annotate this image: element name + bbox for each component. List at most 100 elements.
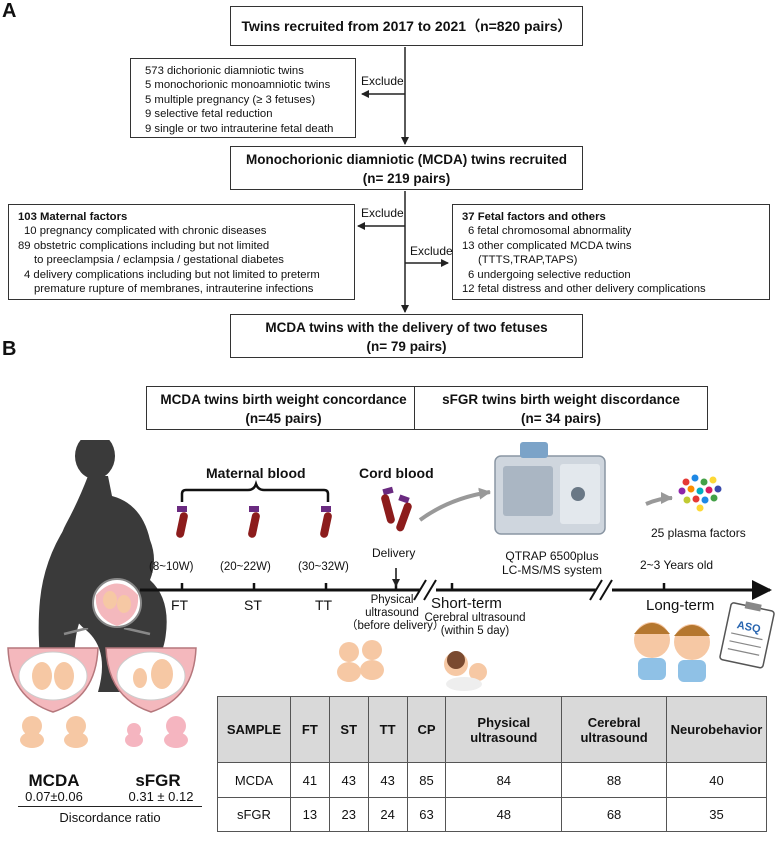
table-cell: 13 [289,796,330,833]
maternal-blood-tube-st-icon [248,506,260,538]
asq-label: ASQ [736,619,762,636]
table-header: FT [289,695,330,764]
panel-label-a: A [2,0,17,22]
mcda-babies-icon [20,716,88,748]
plasma-factors-label: 25 plasma factors [651,526,746,540]
maternal-exclusion-box: 103 Maternal factors 10 pregnancy compli… [8,204,355,300]
cerebral-ultrasound-label: Cerebral ultrasound (within 5 day) [410,612,540,638]
machine-label-line: LC-MS/MS system [501,563,602,577]
panel-label-b: B [2,338,17,360]
womb-twins-icon [92,578,142,628]
exclusion-line: to preeclampsia / eclampsia / gestationa… [34,254,284,267]
exclusion-line: 10 pregnancy complicated with chronic di… [24,225,267,238]
table-cell: 40 [665,762,768,798]
maternal-blood-brace [180,480,330,502]
table-cell: 68 [561,796,667,833]
sfgr-babies-icon [125,716,188,748]
arrow-to-plasma [645,492,673,506]
exclusion-line: 9 single or two intrauterine fetal death [145,122,334,135]
discordance-box: sFGR twins birth weight discordance (n= … [414,386,708,430]
lc-ms-machine-icon [494,442,606,535]
delivery-box: MCDA twins with the delivery of two fetu… [230,314,583,358]
physical-ultrasound-line: Physical [370,594,414,606]
exclusion-line: 4 delivery complications including but n… [24,268,320,281]
exclude-label-fetal: Exclude [410,244,453,258]
table-cell: 84 [445,762,563,798]
discordance-divider [18,806,202,807]
delivery-count: (n= 79 pairs) [366,339,447,354]
physical-ultrasound-label: Physical ultrasound （before delivery） [346,594,445,633]
exclusion-line: 13 other complicated MCDA twins [462,239,632,252]
table-cell: 85 [406,762,447,798]
table-header: SAMPLE [217,695,291,764]
sfgr-uterus-icon [105,647,197,713]
exclude-label-1: Exclude [361,74,404,88]
maternal-blood-tube-tt-icon [320,506,332,538]
table-header: Cerebral ultrasound [561,695,667,764]
discordance-count: (n= 34 pairs) [521,411,601,426]
exclusion-box-1: 573 dichorionic diamniotic twins 5 monoc… [130,58,356,138]
twin-babies-icon-cerebral [444,651,487,691]
mcda-recruited-count: (n= 219 pairs) [362,171,451,186]
concordance-box: MCDA twins birth weight concordance (n=4… [146,386,421,430]
table-header: Physical ultrasound [445,695,563,764]
exclusion-line: 5 monochorionic monoamniotic twins [145,79,331,92]
exclusion-line: 573 dichorionic diamniotic twins [145,65,304,77]
point-st: ST [244,597,262,613]
table-cell: 35 [665,796,768,833]
table-row: sFGR 13 23 24 63 48 68 35 [217,796,768,833]
table-cell: MCDA [217,762,291,798]
maternal-blood-tube-ft-icon [176,506,188,538]
sfgr-group-name: sFGR [135,771,181,790]
recruited-text: Twins recruited from 2017 to 2021（n=820 … [241,18,572,34]
exclusion-line: 6 undergoing selective reduction [468,268,631,281]
table-header: ST [328,695,369,764]
table-cell: 48 [445,796,563,833]
mcda-recruited-box: Monochorionic diamniotic (MCDA) twins re… [230,146,583,190]
table-header: Neurobehavior [665,695,768,764]
table-cell: 24 [367,796,408,833]
exclusion-line: 9 selective fetal reduction [145,108,273,121]
cerebral-ultrasound-line: (within 5 day) [440,625,510,637]
exclusion-line: 6 fetal chromosomal abnormality [468,225,632,238]
table-cell: 63 [406,796,447,833]
sfgr-group-ratio: 0.31 ± 0.12 [128,789,194,804]
recruited-box: Twins recruited from 2017 to 2021（n=820 … [230,6,583,46]
mcda-recruited-title: Monochorionic diamniotic (MCDA) twins re… [245,152,567,167]
table-row: MCDA 41 43 43 85 84 88 40 [217,762,768,798]
years-label: 2~3 Years old [640,558,714,572]
machine-label-line: QTRAP 6500plus [505,549,599,563]
exclusion-line: 12 fetal distress and other delivery com… [462,283,706,296]
maternal-title: 103 Maternal factors [18,211,128,223]
exclude-label-maternal: Exclude [361,206,404,220]
table-cell: 43 [367,762,408,798]
asq-clipboard-icon: ASQ [719,601,775,669]
toddlers-icon [634,622,710,682]
sample-table: SAMPLE FT ST TT CP Physical ultrasound C… [217,695,768,833]
point-tt: TT [315,597,333,613]
mcda-group-ratio: 0.07±0.06 [25,789,83,804]
discordance-caption: Discordance ratio [59,810,161,825]
exclusion-line: (TTTS,TRAP,TAPS) [478,254,578,267]
window-st: (20~22W) [220,561,271,573]
table-cell: 88 [561,762,667,798]
discordance-title: sFGR twins birth weight discordance [442,392,680,407]
cord-blood-tubes-icon [381,486,412,532]
point-ft: FT [171,597,189,613]
twin-babies-icon-physical [337,640,384,682]
window-tt: (30~32W) [298,561,349,573]
axis-breaks [413,579,613,601]
cerebral-ultrasound-line: Cerebral ultrasound [424,612,526,624]
mcda-uterus-icon [7,647,99,713]
cord-blood-label: Cord blood [359,465,434,481]
table-cell: sFGR [217,796,291,833]
fetal-exclusion-box: 37 Fetal factors and others 6 fetal chro… [452,204,770,300]
maternal-blood-label: Maternal blood [206,465,306,481]
physical-ultrasound-line: （before delivery） [346,620,445,632]
exclusion-line: 5 multiple pregnancy (≥ 3 fetuses) [145,93,316,106]
flowchart-connectors [357,47,449,313]
concordance-count: (n=45 pairs) [245,411,322,426]
delivery-label: Delivery [372,546,416,560]
concordance-title: MCDA twins birth weight concordance [160,392,407,407]
mcda-group-name: MCDA [28,771,80,790]
